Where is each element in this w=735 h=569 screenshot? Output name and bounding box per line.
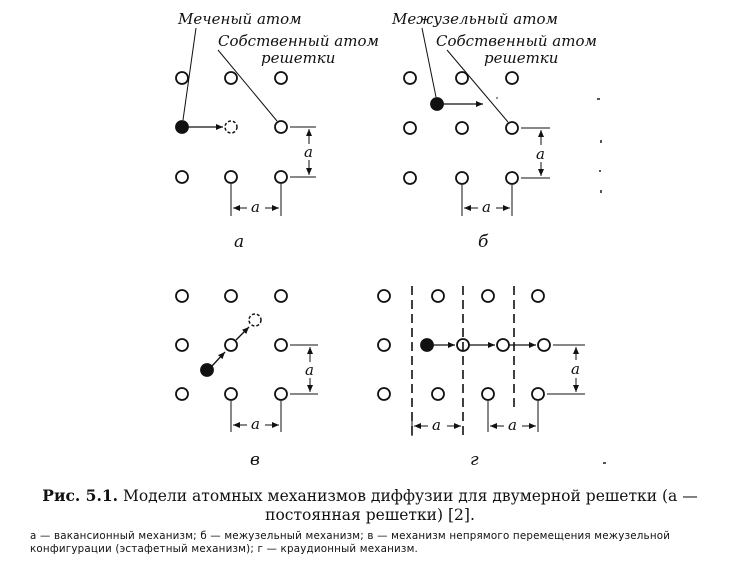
lattice-atom (175, 170, 189, 184)
lattice-atom (274, 71, 288, 85)
lattice-atom (455, 71, 469, 85)
interstitial-atom (430, 97, 444, 111)
panel-label-c: в (250, 450, 260, 470)
scan-speck (603, 462, 606, 464)
interstitial-atom-label: Межузельный атом (391, 10, 558, 28)
panel-d-crowdion: a a a г (377, 286, 606, 470)
crowdion-atom (420, 338, 434, 352)
lattice-atom (224, 71, 238, 85)
lattice-atom (175, 387, 189, 401)
lattice-atom (274, 387, 288, 401)
lattice-atom (505, 121, 519, 135)
own-atom-label-line1: Собственный атом (218, 32, 379, 50)
own-atom-label-line2: решетки (261, 49, 335, 67)
lattice-const-label: a (305, 361, 314, 379)
lattice-atom (224, 170, 238, 184)
lattice-atom (431, 289, 445, 303)
lattice-atom (505, 71, 519, 85)
scan-speck (496, 97, 498, 99)
panel-label-b: б (478, 232, 489, 252)
lattice-atom (224, 338, 238, 352)
lattice-atom (274, 170, 288, 184)
scan-speck (600, 140, 602, 143)
lattice-atom (496, 338, 510, 352)
lattice-atom (403, 121, 417, 135)
tagged-atom-label: Меченый атом (177, 10, 302, 28)
lattice-atom (175, 71, 189, 85)
lattice-atom (505, 171, 519, 185)
figure-caption: Рис. 5.1. Модели атомных механизмов дифф… (30, 486, 710, 525)
new-interstitial-position (248, 313, 262, 327)
scan-speck (600, 190, 602, 193)
lattice-atom (403, 71, 417, 85)
lattice-atom (175, 338, 189, 352)
leader-line (446, 49, 509, 123)
tagged-atom (175, 120, 189, 134)
lattice-atom (377, 289, 391, 303)
lattice-atom (274, 338, 288, 352)
lattice-atom (377, 387, 391, 401)
lattice-const-label: a (304, 143, 313, 161)
vacancy (224, 120, 238, 134)
lattice-const-label: a (536, 145, 545, 163)
panel-label-a: а (234, 232, 244, 252)
lattice-atom (531, 387, 545, 401)
lattice-const-label: a (508, 416, 517, 434)
lattice-atom (455, 121, 469, 135)
figure-legend-note: а — вакансионный механизм; б — межузельн… (30, 530, 671, 555)
lattice-const-label: a (482, 198, 491, 216)
own-atom-label-line2: решетки (484, 49, 558, 67)
lattice-atom (431, 387, 445, 401)
scan-speck (599, 170, 601, 172)
panel-c-relay: a a в (175, 289, 318, 470)
lattice-atom (455, 171, 469, 185)
scan-speck (597, 98, 600, 100)
lattice-atom (537, 338, 551, 352)
jump-arrow (211, 351, 226, 367)
panel-a-vacancy: Меченый атом Собственный атом решетки a … (175, 10, 379, 252)
figure-title: Модели атомных механизмов диффузии для д… (122, 487, 698, 524)
lattice-atom (224, 387, 238, 401)
lattice-const-label: a (251, 198, 260, 216)
panel-label-d: г (470, 450, 479, 470)
figure-number: Рис. 5.1. (42, 486, 119, 505)
leader-line (421, 27, 437, 98)
own-atom-label-line1: Собственный атом (436, 32, 597, 50)
jump-arrow (235, 326, 250, 341)
lattice-const-label: a (251, 415, 260, 433)
leader-line (217, 49, 278, 122)
lattice-atom (274, 289, 288, 303)
lattice-atom (481, 387, 495, 401)
lattice-atom (403, 171, 417, 185)
lattice-atom (175, 289, 189, 303)
lattice-atom (377, 338, 391, 352)
lattice-const-label: a (571, 360, 580, 378)
panel-b-interstitial: Межузельный атом Собственный атом решетк… (391, 10, 602, 252)
leader-line (182, 27, 197, 121)
interstitial-atom (200, 363, 214, 377)
lattice-atom (481, 289, 495, 303)
lattice-const-label: a (432, 416, 441, 434)
lattice-atom (531, 289, 545, 303)
lattice-atom (274, 120, 288, 134)
lattice-atom (224, 289, 238, 303)
